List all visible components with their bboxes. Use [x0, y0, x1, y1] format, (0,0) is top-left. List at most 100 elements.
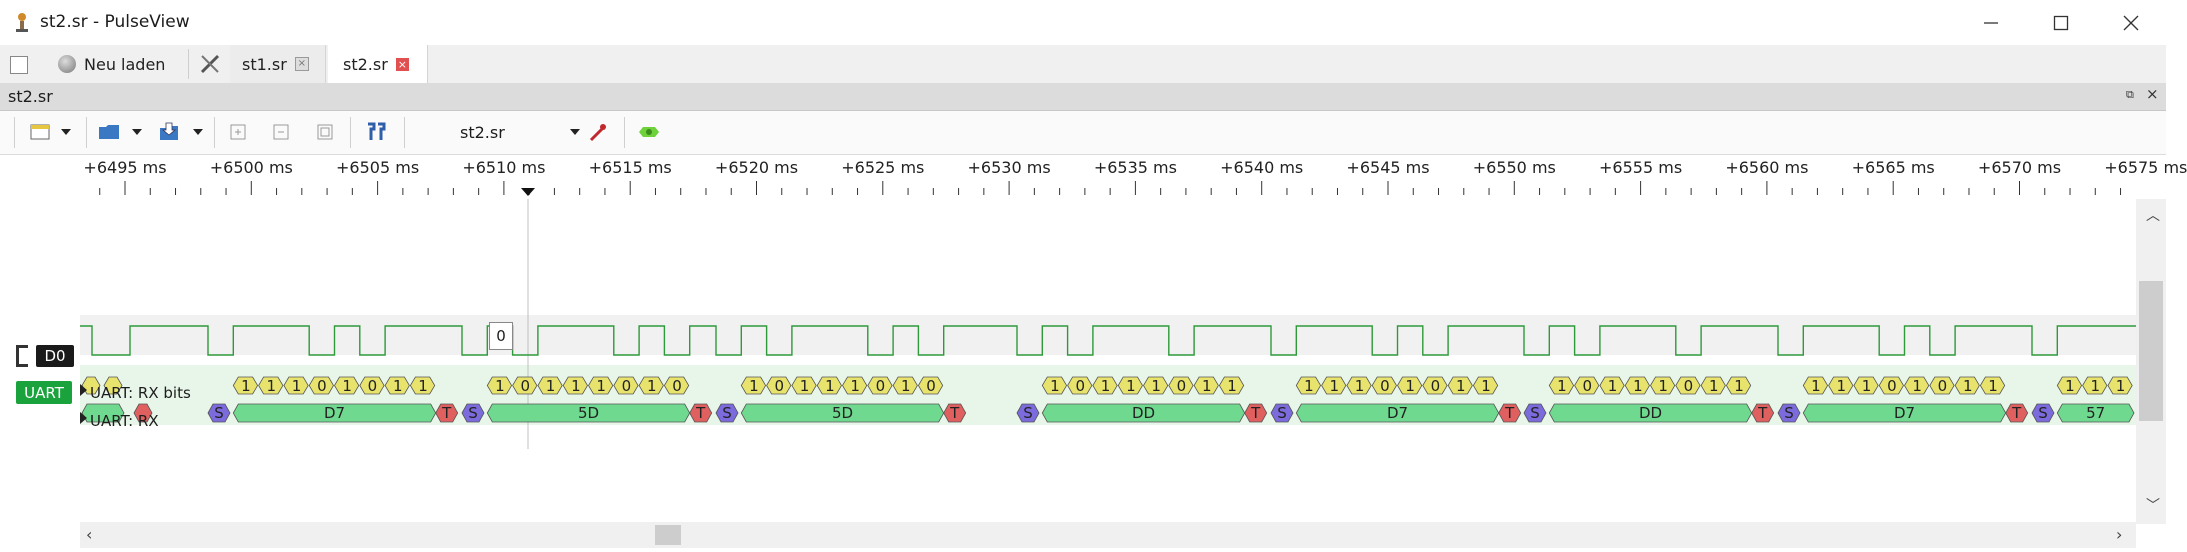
settings-button[interactable]	[196, 45, 224, 83]
bit-label: 0	[672, 377, 682, 395]
bit-box	[308, 376, 334, 395]
document-title-bar: st2.sr ⧉ ×	[0, 83, 2166, 111]
bit-label: 1	[825, 377, 835, 395]
bit-label: 1	[1151, 377, 1161, 395]
zoom-out-button[interactable]	[267, 117, 295, 147]
new-view-dropdown[interactable]	[58, 117, 74, 147]
document-title: st2.sr	[8, 87, 53, 106]
bit-label: 1	[292, 377, 302, 395]
time-ruler[interactable]: +6495 ms+6500 ms+6505 ms+6510 ms+6515 ms…	[0, 155, 2187, 199]
add-decoder-button[interactable]	[635, 117, 663, 147]
bit-label: 1	[1988, 377, 1998, 395]
expand-arrow-icon[interactable]	[80, 412, 87, 424]
start-bit-label: S	[214, 404, 224, 422]
bit-box	[1725, 376, 1752, 395]
bit-label: 1	[546, 377, 556, 395]
trace-view[interactable]	[0, 199, 2166, 524]
bit-box	[588, 376, 614, 395]
zoom-out-icon	[273, 124, 289, 140]
bit-box	[334, 376, 360, 395]
scroll-left-icon[interactable]: ‹	[86, 525, 93, 544]
start-bit-box	[1016, 403, 1040, 423]
new-window-checkbox[interactable]	[10, 56, 28, 74]
bit-label: 1	[1227, 377, 1237, 395]
start-bit-box	[715, 403, 739, 423]
tab-st1[interactable]: st1.sr ×	[230, 45, 326, 83]
bit-box	[1067, 376, 1093, 395]
channel-label-d0[interactable]: D0	[36, 345, 74, 367]
bit-label: 1	[342, 377, 352, 395]
undock-button[interactable]: ⧉	[2126, 88, 2134, 101]
zoom-fit-button[interactable]	[311, 117, 339, 147]
bit-box	[1041, 376, 1068, 395]
bit-label: 0	[1075, 377, 1085, 395]
ruler-tick-label: +6565 ms	[1851, 158, 1935, 177]
horizontal-scroll-thumb[interactable]	[655, 525, 681, 545]
tools-icon	[200, 54, 220, 74]
new-view-button[interactable]	[26, 117, 54, 147]
tab-close-icon[interactable]: ×	[395, 58, 409, 71]
data-byte-label: D7	[1387, 404, 1408, 422]
expand-arrow-icon[interactable]	[80, 384, 87, 396]
toolbar-separator	[214, 117, 215, 148]
tab-divider	[188, 49, 189, 79]
data-byte-label: 5D	[578, 404, 599, 422]
decoder-label-uart[interactable]: UART	[16, 381, 72, 404]
cursor-icon	[368, 122, 386, 140]
trace-handle[interactable]	[16, 345, 28, 367]
folder-icon	[99, 125, 119, 139]
start-bit-box	[2031, 403, 2055, 423]
bit-box	[103, 376, 123, 395]
vertical-scrollbar[interactable]: ︿ ﹀	[2136, 199, 2166, 524]
bit-label: 0	[1380, 377, 1390, 395]
scroll-up-icon[interactable]: ︿	[2146, 208, 2160, 224]
reload-button[interactable]: Neu laden	[58, 45, 165, 83]
minimize-icon	[1984, 21, 1998, 24]
tab-st2[interactable]: st2.sr ×	[328, 45, 428, 84]
bit-label: 1	[1811, 377, 1821, 395]
save-button[interactable]	[154, 117, 184, 147]
bit-box	[638, 376, 664, 395]
device-config-button[interactable]	[584, 117, 612, 147]
bit-label: 0	[926, 377, 936, 395]
bit-label: 0	[317, 377, 327, 395]
minimize-button[interactable]	[1963, 0, 2019, 45]
bit-box	[1650, 376, 1676, 395]
open-button[interactable]	[94, 117, 124, 147]
save-icon	[160, 122, 178, 140]
device-selector[interactable]: st2.sr	[420, 117, 580, 147]
bit-label: 0	[1177, 377, 1187, 395]
horizontal-scrollbar[interactable]: ‹ ›	[80, 522, 2136, 548]
zoom-in-button[interactable]	[224, 117, 252, 147]
cursor-marker-icon[interactable]	[521, 188, 535, 196]
stop-bit-box	[1244, 403, 1268, 423]
scroll-right-icon[interactable]: ›	[2116, 525, 2123, 544]
bit-label: 1	[1126, 377, 1136, 395]
ruler-tick-label: +6510 ms	[462, 158, 546, 177]
bit-box	[1548, 376, 1575, 395]
open-dropdown[interactable]	[129, 117, 145, 147]
bit-label: 1	[1963, 377, 1973, 395]
bit-box	[1878, 376, 1904, 395]
zoom-fit-icon	[317, 124, 333, 140]
close-window-button[interactable]	[2103, 0, 2159, 45]
close-panel-button[interactable]: ×	[2146, 85, 2159, 103]
data-byte-box	[81, 403, 125, 423]
tab-close-icon[interactable]: ×	[294, 57, 309, 71]
bit-box	[359, 376, 385, 395]
bit-label: 1	[749, 377, 759, 395]
maximize-button[interactable]	[2033, 0, 2089, 45]
ruler-tick-label: +6540 ms	[1220, 158, 1304, 177]
scroll-down-icon[interactable]: ﹀	[2146, 498, 2160, 514]
bit-label: 1	[596, 377, 606, 395]
bit-label: 1	[800, 377, 810, 395]
cursor-button[interactable]	[361, 117, 391, 147]
main-toolbar: st2.sr	[0, 111, 2166, 155]
bit-label: 1	[241, 377, 251, 395]
decoder-icon	[639, 127, 659, 137]
bit-label: 1	[1912, 377, 1922, 395]
data-byte-box	[2056, 403, 2135, 423]
start-bit-box	[1523, 403, 1547, 423]
save-dropdown[interactable]	[190, 117, 206, 147]
vertical-scroll-thumb[interactable]	[2139, 281, 2163, 421]
